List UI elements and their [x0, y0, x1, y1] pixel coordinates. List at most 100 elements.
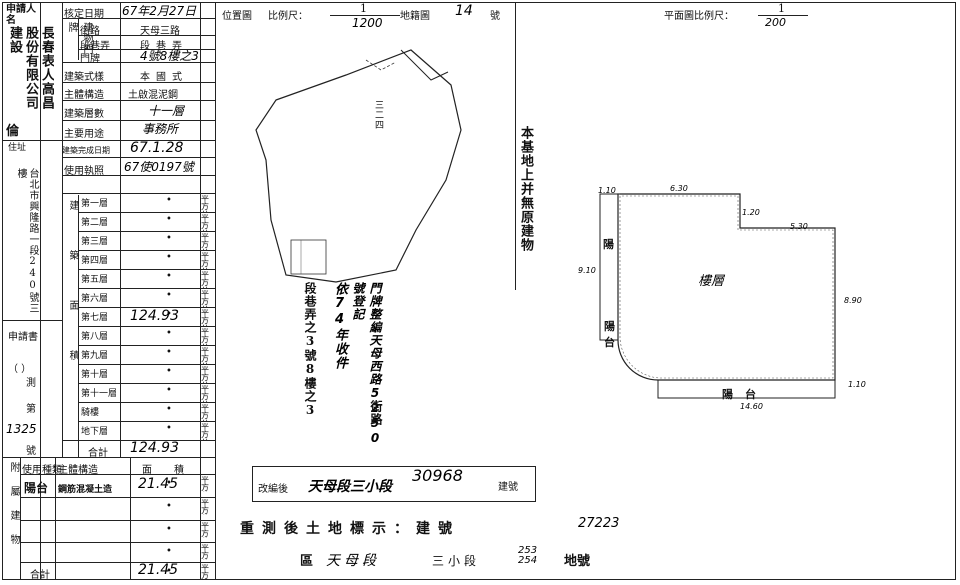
plan-scale-num: 1 [778, 2, 785, 15]
location-scale-den: 1200 [352, 16, 383, 30]
plan-dimension-label: 5.30 [790, 222, 808, 231]
floor-row-line [78, 212, 215, 213]
floor-row-label: 騎樓 [81, 408, 100, 418]
grid-line [2, 457, 215, 458]
floor-row-dot: • [166, 290, 172, 301]
grid-line [130, 457, 131, 580]
floor-row-label: 第十層 [81, 370, 109, 380]
floor-row-dot: • [166, 404, 172, 415]
annex-row1-use: 陽台 [24, 481, 49, 495]
complete-label: 建築完成日期 [62, 146, 110, 155]
plan-dimension-label: 8.90 [844, 296, 862, 305]
grid-line [55, 457, 56, 580]
applicant-company: 長春表人高昌股份有限公司建設 [7, 26, 54, 110]
complete-value: 67.1.28 [130, 140, 184, 156]
resurvey-title: 重測後土地標示：建號 [240, 521, 460, 537]
renumber-prefix: 改編後 [258, 484, 288, 495]
address-label: 住址 [8, 143, 27, 153]
floor-row-dot: • [166, 214, 172, 225]
location-map-title: 位置圖 [222, 11, 252, 22]
annex-header-struct: 主體構造 [58, 465, 98, 476]
grid-line [20, 520, 215, 521]
floors-value: 十一層 [148, 104, 185, 118]
parcel-map [255, 49, 462, 283]
renumber-number: 30968 [412, 466, 463, 485]
grid-line [20, 497, 215, 498]
floor-row-line [78, 383, 215, 384]
grid-line [62, 157, 215, 158]
area-total-label: 合計 [88, 448, 108, 459]
grid-line [78, 49, 215, 50]
plan-scale-den: 200 [765, 16, 786, 29]
floor-row-label: 第二層 [81, 218, 109, 228]
floor-row-unit: 平方公尺 [201, 214, 209, 231]
style-label: 建築式樣 [64, 72, 104, 83]
section-value: 段巷弄 [140, 41, 188, 52]
floor-row-line [78, 364, 215, 365]
annex-row-dot: • [166, 478, 172, 489]
applicant-rep: 倫 [6, 124, 20, 139]
grid-line [62, 82, 215, 83]
floor-row-dot: • [166, 271, 172, 282]
resurvey-district: 天母段 [326, 553, 380, 569]
floor-row-line [78, 250, 215, 251]
floor-row-line [78, 307, 215, 308]
annex-row-dot: • [166, 524, 172, 535]
grid-line [2, 320, 62, 321]
plan-dimension-label: 1.10 [848, 380, 866, 389]
application-paren: （ ） [8, 364, 32, 375]
note-col3: 段巷弄之3號8樓之3 [303, 282, 317, 418]
eighth-floor-value: 124.93 [130, 308, 179, 324]
floor-row-line [78, 231, 215, 232]
grid-line [2, 140, 215, 141]
floor-row-label: 第四層 [81, 256, 109, 266]
annex-row1-area: 21.45 [138, 476, 179, 492]
resurvey-lots: 253 254 [518, 545, 538, 566]
grid-line [20, 457, 21, 580]
resurvey-district-label: 區 [300, 554, 314, 569]
license-label: 使用執照 [64, 166, 104, 177]
floor-row-unit: 平方公尺 [201, 328, 209, 345]
plan-balcony-left-top: 陽 [603, 238, 614, 251]
floor-row-label: 第三層 [81, 237, 109, 247]
floor-row-dot: • [166, 252, 172, 263]
grid-line [120, 2, 121, 457]
license-value: 67使0197號 [124, 160, 194, 174]
sheet-value: 14 [455, 3, 473, 19]
floor-row-dot: • [166, 423, 172, 434]
plan-balcony-left: 陽台 [604, 320, 615, 349]
annex-row-dot: • [166, 546, 172, 557]
structure-value: 土啟混泥鋼 [128, 90, 178, 101]
annex-label: 附屬建物 [8, 462, 19, 558]
floor-row-line [78, 345, 215, 346]
note-col4: 街路 [369, 400, 383, 426]
applicant-address: 台北市興隆路一段240號三樓 [15, 168, 38, 314]
grid-line [200, 2, 201, 580]
annex-header-area: 面積 [142, 465, 206, 476]
annex-row-unit: 平方公尺 [201, 544, 209, 560]
floor-row-unit: 平方公尺 [201, 347, 209, 364]
street-label: 街路 [80, 26, 100, 37]
floor-row-unit: 平方公尺 [201, 252, 209, 269]
annex-row-dot: • [166, 501, 172, 512]
area-group-label: 建築面積 [67, 200, 78, 400]
floor-row-unit: 平方公尺 [201, 233, 209, 250]
floor-plan-title: 平面圖比例尺： [664, 11, 734, 22]
floor-row-label: 第九層 [81, 351, 109, 361]
floor-row-label: 地下層 [81, 427, 109, 437]
grid-line [62, 100, 215, 101]
sheet-label: 地籍圖 [400, 11, 430, 22]
area-total-value: 124.93 [130, 440, 179, 456]
use-value: 事務所 [142, 122, 179, 136]
application-no-prefix: 第 [26, 404, 36, 415]
grid-line [62, 193, 215, 194]
application-no-value: 1325 [6, 422, 37, 436]
grid-line [515, 2, 516, 290]
grid-line [62, 62, 215, 63]
doorno-label: 門牌 [80, 54, 100, 65]
structure-label: 主體構造 [64, 90, 104, 101]
floor-row-dot: • [166, 195, 172, 206]
grid-line [78, 35, 215, 36]
location-scale-label: 比例尺： [268, 11, 308, 22]
floor-row-dot: • [166, 385, 172, 396]
